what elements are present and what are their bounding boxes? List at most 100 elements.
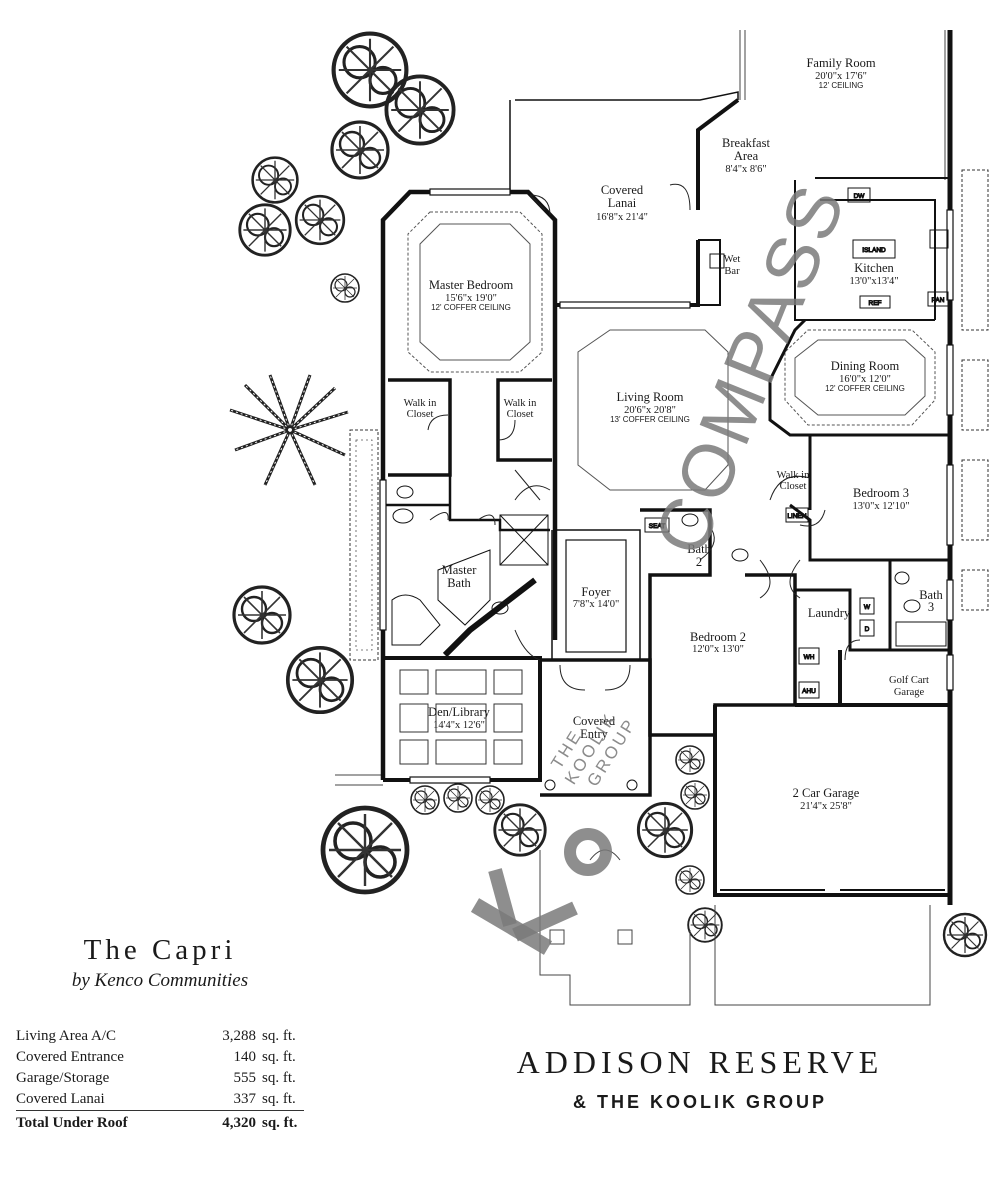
bedroom-2-name: Bedroom 2 — [690, 630, 746, 644]
hedge-right — [942, 169, 989, 958]
shrub-cluster-left — [238, 156, 360, 303]
lanai-name-2: Lanai — [608, 196, 637, 210]
lanai-dims: 16'8"x 21'4" — [596, 212, 648, 223]
room-bath-3: Bath 3 — [919, 588, 943, 614]
area-value: 140 — [233, 1049, 257, 1065]
room-foyer: Foyer 7'8"x 14'0" — [573, 585, 619, 610]
room-covered-entry: Covered Entry — [573, 714, 616, 741]
ref-label: REF — [869, 300, 882, 307]
area-unit: sq. ft. — [262, 1091, 296, 1107]
area-value: 555 — [233, 1070, 257, 1086]
closet-1-name-2: Closet — [407, 409, 434, 420]
family-room-ceiling: 12' CEILING — [819, 81, 864, 90]
room-master-bedroom: Master Bedroom 15'6"x 19'0" 12' COFFER C… — [429, 278, 514, 312]
linen-label: LINEN — [787, 513, 806, 520]
room-kitchen: Kitchen 13'0"x13'4" — [849, 261, 898, 287]
total-value: 4,320 — [197, 1110, 262, 1134]
area-row: Covered Lanai 337 sq. ft. — [16, 1089, 304, 1111]
room-golf-cart-garage: Golf Cart Garage — [889, 675, 929, 698]
area-table: Living Area A/C 3,288 sq. ft. Covered En… — [16, 1026, 304, 1134]
closet-2-name: Walk in — [504, 398, 537, 409]
golf-cart-garage-name: Golf Cart — [889, 675, 929, 686]
area-label: Garage/Storage — [16, 1070, 110, 1086]
den-panels — [399, 669, 523, 765]
room-den-library: Den/Library 14'4"x 12'6" — [428, 705, 491, 731]
living-room-ceiling: 13' COFFER CEILING — [610, 415, 690, 424]
golf-cart-garage-name-2: Garage — [894, 687, 925, 698]
room-two-car-garage: 2 Car Garage 21'4"x 25'8" — [793, 786, 860, 812]
tree-top-left — [330, 34, 456, 180]
wh-label: WH — [804, 654, 815, 661]
bedroom-2-dims: 12'0"x 13'0" — [692, 644, 744, 655]
closet-1-name: Walk in — [404, 398, 437, 409]
seat-label: SEAT — [649, 523, 666, 530]
master-bedroom-ceiling: 12' COFFER CEILING — [431, 303, 511, 312]
bath-2-name-2: 2 — [696, 555, 702, 569]
area-label: Living Area A/C — [16, 1028, 116, 1044]
room-family-room: Family Room 20'0"x 17'6" 12' CEILING — [806, 56, 875, 90]
area-unit: sq. ft. — [262, 1028, 296, 1044]
room-master-bath: Master Bath — [442, 563, 478, 590]
breakfast-name: Breakfast — [722, 136, 770, 150]
builder-name: by Kenco Communities — [71, 970, 249, 991]
area-row: Covered Entrance 140 sq. ft. — [16, 1047, 304, 1068]
area-label: Covered Lanai — [16, 1091, 105, 1107]
room-breakfast: Breakfast Area 8'4"x 8'6" — [722, 136, 770, 175]
breakfast-dims: 8'4"x 8'6" — [725, 164, 766, 175]
two-car-garage-name: 2 Car Garage — [793, 786, 860, 800]
room-covered-lanai: Covered Lanai 16'8"x 21'4" — [596, 183, 648, 223]
bath2-seat — [644, 517, 670, 533]
air-handler — [798, 681, 820, 699]
washer-label: W — [864, 604, 871, 611]
lanai-name: Covered — [601, 183, 644, 197]
total-row: Total Under Roof 4,320 sq. ft. — [16, 1110, 304, 1134]
closet-3-name-2: Closet — [780, 481, 807, 492]
linen-closet — [785, 507, 809, 523]
wet-bar-name: Wet — [724, 254, 741, 265]
pantry — [927, 291, 949, 307]
kitchen-dims: 13'0"x13'4" — [849, 276, 898, 287]
hedge-left — [349, 429, 379, 661]
wet-bar-name-2: Bar — [724, 266, 740, 277]
room-labels: Family Room 20'0"x 17'6" 12' CEILING Bre… — [404, 56, 944, 812]
island-label: ISLAND — [862, 247, 886, 254]
bath-3-name-2: 3 — [928, 600, 934, 614]
area-row: Living Area A/C 3,288 sq. ft. — [16, 1026, 304, 1047]
landscaping — [228, 34, 989, 958]
ahu-label: AHU — [802, 688, 816, 695]
master-bedroom-dims: 15'6"x 19'0" — [445, 293, 497, 304]
family-room-name: Family Room — [806, 56, 875, 70]
dining-room-name: Dining Room — [831, 359, 900, 373]
room-bedroom-2: Bedroom 2 12'0"x 13'0" — [690, 630, 746, 655]
master-bath-name: Master — [442, 563, 478, 577]
fixtures: DW ISLAND REF PAN SEAT LINEN WH AHU W D — [391, 187, 949, 791]
total-unit: sq. ft. — [262, 1110, 304, 1134]
dryer — [859, 619, 875, 637]
compass-watermark: COMPASS — [638, 171, 862, 566]
area-label: Covered Entrance — [16, 1049, 124, 1065]
brand-partner: & THE KOOLIK GROUP — [572, 1092, 827, 1112]
laundry-name: Laundry — [808, 606, 851, 620]
area-value: 3,288 — [222, 1028, 256, 1044]
refrigerator — [859, 295, 891, 309]
water-heater — [798, 647, 820, 665]
bath-3-name: Bath — [919, 588, 943, 602]
brand-name: ADDISON RESERVE — [516, 1044, 884, 1080]
coffer-outlines — [407, 211, 936, 491]
dryer-label: D — [865, 626, 870, 633]
covered-entry-name-2: Entry — [580, 727, 609, 741]
room-living-room: Living Room 20'6"x 20'8" 13' COFFER CEIL… — [610, 390, 690, 424]
bedroom-3-dims: 13'0"x 12'10" — [853, 501, 910, 512]
walls — [380, 30, 953, 905]
master-bath-name-2: Bath — [447, 576, 471, 590]
kitchen-island — [852, 239, 896, 259]
room-walk-in-closet-3: Walk in Closet — [777, 470, 810, 492]
ko-logo — [470, 828, 612, 955]
area-unit: sq. ft. — [262, 1049, 296, 1065]
pan-label: PAN — [932, 297, 945, 304]
closet-3-name: Walk in — [777, 470, 810, 481]
two-car-garage-dims: 21'4"x 25'8" — [800, 801, 852, 812]
windows — [379, 188, 954, 784]
family-room-dims: 20'0"x 17'6" — [815, 71, 867, 82]
